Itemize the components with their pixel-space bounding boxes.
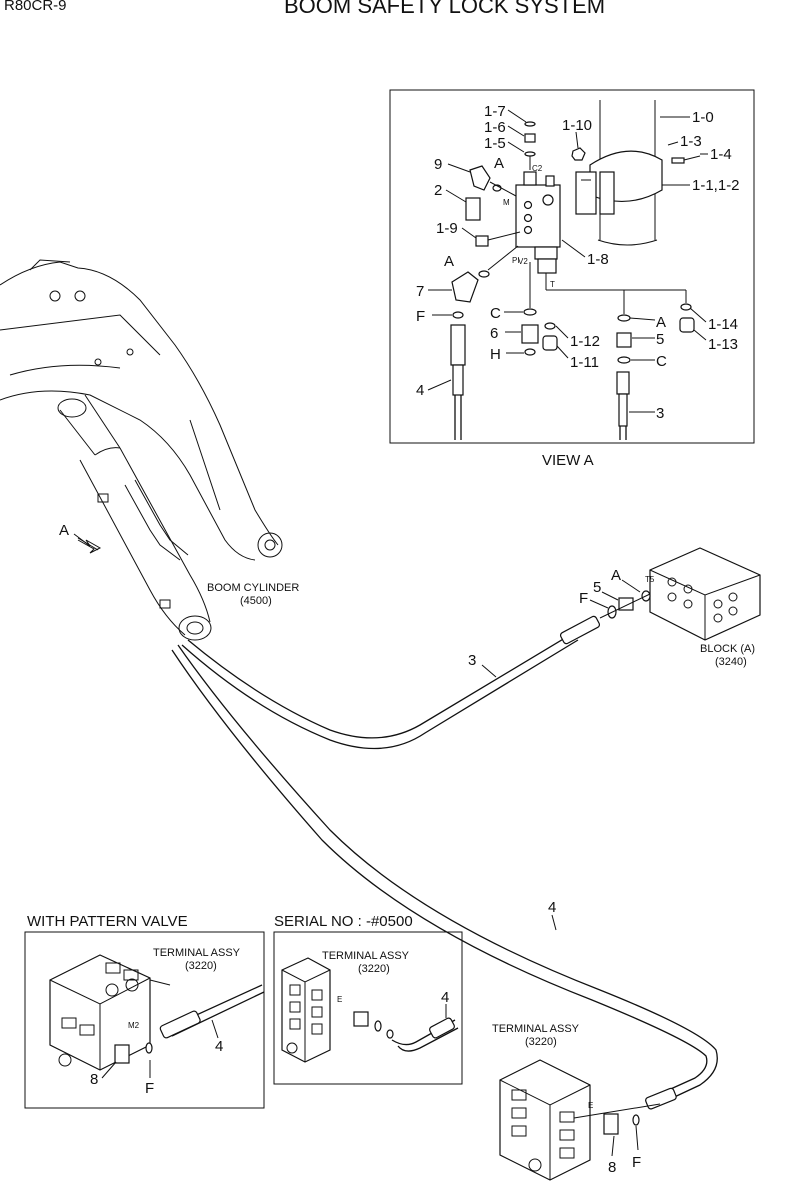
block-fittings	[599, 590, 651, 619]
boom-cylinder-label: BOOM CYLINDER	[207, 582, 299, 594]
inset-pattern-callout-8: 8	[90, 1071, 98, 1088]
callout-1-9: 1-9	[436, 220, 458, 237]
callout-1-1-1-2: 1-1,1-2	[692, 177, 740, 194]
callout-a-top: A	[494, 155, 504, 172]
main-callout-f: F	[579, 590, 588, 607]
main-callout-5: 5	[593, 579, 601, 596]
bolt-1-9	[475, 231, 521, 247]
view-a-arrow	[73, 533, 102, 554]
callout-f: F	[416, 308, 425, 325]
bolt-1-4	[671, 155, 701, 164]
inset-serial-drawing	[281, 957, 459, 1063]
main-callout-4: 4	[548, 899, 556, 916]
inset-serial-terminal-label: TERMINAL ASSY	[322, 950, 410, 962]
main-callout-3: 3	[468, 652, 476, 669]
port-mark-c2: C2	[532, 164, 543, 173]
inset-pattern-drawing	[49, 954, 265, 1071]
block-a	[649, 547, 761, 641]
callout-1-6: 1-6	[484, 119, 506, 136]
model-code: R80CR-9	[4, 0, 67, 14]
main-callout-leaders	[481, 579, 641, 931]
inset-pattern-port-m2: M2	[128, 1021, 140, 1030]
callout-1-14: 1-14	[708, 316, 738, 333]
view-a-hose-4	[450, 311, 466, 440]
inset-pattern-terminal-code: (3220)	[185, 960, 217, 972]
callout-7: 7	[416, 283, 424, 300]
elbow-fitting-7	[451, 245, 519, 303]
callout-1-0: 1-0	[692, 109, 714, 126]
port-mark-m: M	[503, 198, 510, 207]
callout-1-3: 1-3	[680, 133, 702, 150]
callout-3: 3	[656, 405, 664, 422]
top-fittings	[524, 121, 536, 170]
terminal-port-e: E	[588, 1101, 593, 1110]
nut-1-10	[571, 147, 586, 161]
inset-serial-port-e: E	[337, 995, 342, 1004]
boom-arm	[0, 259, 283, 561]
callout-9: 9	[434, 156, 442, 173]
inset-pattern-callout-f: F	[145, 1080, 154, 1097]
port-mark-t: T	[550, 280, 555, 289]
callout-c-left: C	[490, 305, 501, 322]
view-a-arrow-label: A	[59, 522, 69, 539]
block-code: (3240)	[715, 656, 747, 668]
page-title: BOOM SAFETY LOCK SYSTEM	[284, 0, 605, 18]
hose-4	[171, 644, 718, 1110]
callout-1-10: 1-10	[562, 117, 592, 134]
callout-h: H	[490, 346, 501, 363]
inset-serial-frame	[273, 931, 463, 1085]
view-a-leaders	[521, 262, 695, 364]
inset-pattern-heading: WITH PATTERN VALVE	[27, 913, 188, 930]
callout-1-4: 1-4	[710, 146, 732, 163]
inset-serial-heading: SERIAL NO : -#0500	[274, 913, 413, 930]
callout-1-11: 1-11	[570, 354, 599, 371]
leader-8	[611, 1135, 615, 1157]
inset-pattern-frame	[24, 931, 265, 1109]
inset-pattern-leader-4	[211, 1019, 219, 1039]
port-mark-pi: PI	[512, 256, 520, 265]
pipe-clamp	[575, 150, 663, 215]
safety-lock-valve	[515, 171, 561, 274]
callout-1-12: 1-12	[570, 333, 600, 350]
main-callout-8: 8	[608, 1159, 616, 1176]
inset-pattern-leader-8	[101, 1061, 117, 1079]
callout-2: 2	[434, 182, 442, 199]
callout-5: 5	[656, 331, 664, 348]
callout-a-right: A	[656, 314, 666, 331]
main-callout-f-bottom: F	[632, 1154, 641, 1171]
leader-f	[635, 1125, 639, 1151]
callout-c-right: C	[656, 353, 667, 370]
view-a-frame	[389, 89, 755, 444]
view-a-callout-leaders	[427, 109, 708, 413]
inset-serial-terminal-code: (3220)	[358, 963, 390, 975]
main-callout-a: A	[611, 567, 621, 584]
callout-a-left: A	[444, 253, 454, 270]
block-port-t5: T5	[645, 575, 655, 584]
callout-6: 6	[490, 325, 498, 342]
hose-3	[181, 615, 601, 750]
terminal-assy-main	[499, 1059, 661, 1181]
terminal-assy-code: (3220)	[525, 1036, 557, 1048]
callout-4: 4	[416, 382, 424, 399]
callout-1-13: 1-13	[708, 336, 738, 353]
boom-cylinder	[57, 394, 212, 641]
callout-1-5: 1-5	[484, 135, 506, 152]
inset-pattern-terminal-label: TERMINAL ASSY	[153, 947, 241, 959]
callout-1-7: 1-7	[484, 103, 506, 120]
view-a-hose-3	[616, 371, 630, 440]
callout-1-8: 1-8	[587, 251, 609, 268]
inset-pattern-callout-4: 4	[215, 1038, 223, 1055]
boom-cylinder-code: (4500)	[240, 595, 272, 607]
inset-serial-callout-4: 4	[441, 989, 449, 1006]
view-a-caption: VIEW A	[542, 452, 594, 469]
block-label: BLOCK (A)	[700, 643, 755, 655]
adapter-2	[465, 197, 481, 221]
elbow-fitting-9	[469, 165, 517, 197]
port-mark-v2: V2	[518, 257, 528, 266]
terminal-assy-label: TERMINAL ASSY	[492, 1023, 580, 1035]
